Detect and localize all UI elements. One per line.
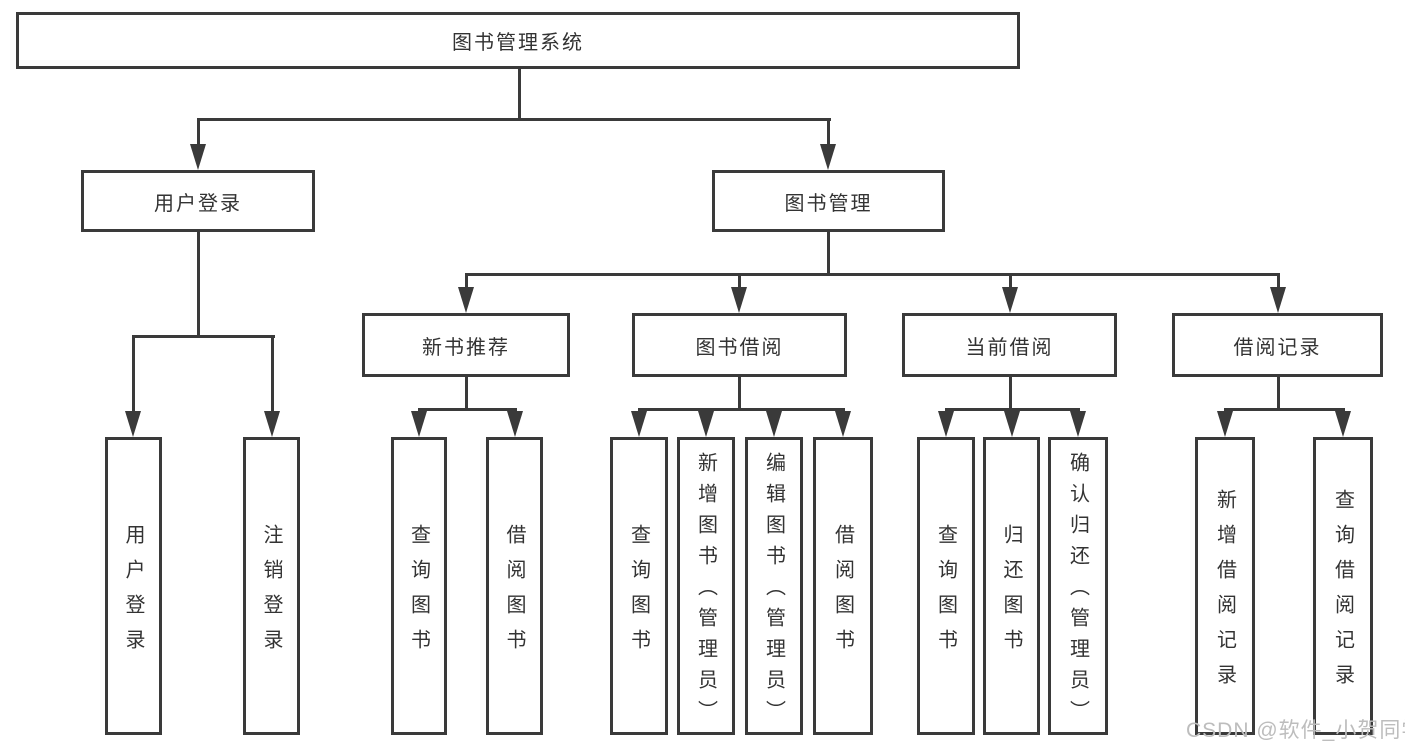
connector-drop (197, 120, 200, 148)
arrowhead-down-icon (411, 411, 427, 437)
connector-drop (1009, 275, 1012, 289)
connector-drop (465, 275, 468, 289)
arrowhead-down-icon (820, 144, 836, 170)
arrowhead-down-icon (458, 287, 474, 313)
connector-trunk (1277, 377, 1280, 408)
arrowhead-down-icon (1335, 411, 1351, 437)
connector-drop (132, 337, 135, 413)
connector-root-trunk (518, 69, 521, 118)
node-user-login-leaf: 用户登录 (105, 437, 162, 735)
arrowhead-down-icon (835, 411, 851, 437)
node-nbr-borrow-books: 借阅图书 (486, 437, 543, 735)
node-root: 图书管理系统 (16, 12, 1020, 69)
arrowhead-down-icon (631, 411, 647, 437)
connector-hline (945, 408, 1080, 411)
arrowhead-down-icon (1002, 287, 1018, 313)
node-new-book-recommend: 新书推荐 (362, 313, 570, 377)
arrowhead-down-icon (190, 144, 206, 170)
connector-hline (418, 408, 517, 411)
connector-root-hline (197, 118, 831, 121)
node-logout: 注销登录 (243, 437, 300, 735)
connector-drop (738, 275, 741, 289)
connector-trunk (465, 377, 468, 408)
node-bb-edit-books-admin: 编辑图书（管理员） (745, 437, 803, 735)
node-book-borrow: 图书借阅 (632, 313, 847, 377)
connector-bookmgmt-hline (465, 273, 1280, 276)
csdn-watermark: CSDN @软件_小贺同学 (1186, 719, 1405, 742)
connector-drop (827, 120, 830, 148)
node-bb-borrow-books: 借阅图书 (813, 437, 873, 735)
node-borrow-records: 借阅记录 (1172, 313, 1383, 377)
arrowhead-down-icon (731, 287, 747, 313)
arrowhead-down-icon (938, 411, 954, 437)
arrowhead-down-icon (1070, 411, 1086, 437)
connector-trunk (738, 377, 741, 408)
arrowhead-down-icon (1004, 411, 1020, 437)
arrowhead-down-icon (507, 411, 523, 437)
node-bb-query-books: 查询图书 (610, 437, 668, 735)
arrowhead-down-icon (264, 411, 280, 437)
connector-trunk (1009, 377, 1012, 408)
node-cb-query-books: 查询图书 (917, 437, 975, 735)
node-nbr-query-books: 查询图书 (391, 437, 447, 735)
connector-bookmgmt-trunk (827, 232, 830, 273)
node-current-borrow: 当前借阅 (902, 313, 1117, 377)
node-book-management: 图书管理 (712, 170, 945, 232)
connector-hline (1224, 408, 1345, 411)
node-br-add-record: 新增借阅记录 (1195, 437, 1255, 735)
node-user-login: 用户登录 (81, 170, 315, 232)
arrowhead-down-icon (698, 411, 714, 437)
connector-userlogin-hline (132, 335, 275, 338)
connector-hline (638, 408, 845, 411)
connector-drop (271, 337, 274, 413)
node-cb-confirm-return-admin: 确认归还（管理员） (1048, 437, 1108, 735)
arrowhead-down-icon (125, 411, 141, 437)
connector-drop (1277, 275, 1280, 289)
node-br-query-record: 查询借阅记录 (1313, 437, 1373, 735)
node-cb-return-books: 归还图书 (983, 437, 1040, 735)
arrowhead-down-icon (1217, 411, 1233, 437)
arrowhead-down-icon (766, 411, 782, 437)
arrowhead-down-icon (1270, 287, 1286, 313)
connector-userlogin-trunk (197, 232, 200, 335)
node-bb-add-books-admin: 新增图书（管理员） (677, 437, 735, 735)
